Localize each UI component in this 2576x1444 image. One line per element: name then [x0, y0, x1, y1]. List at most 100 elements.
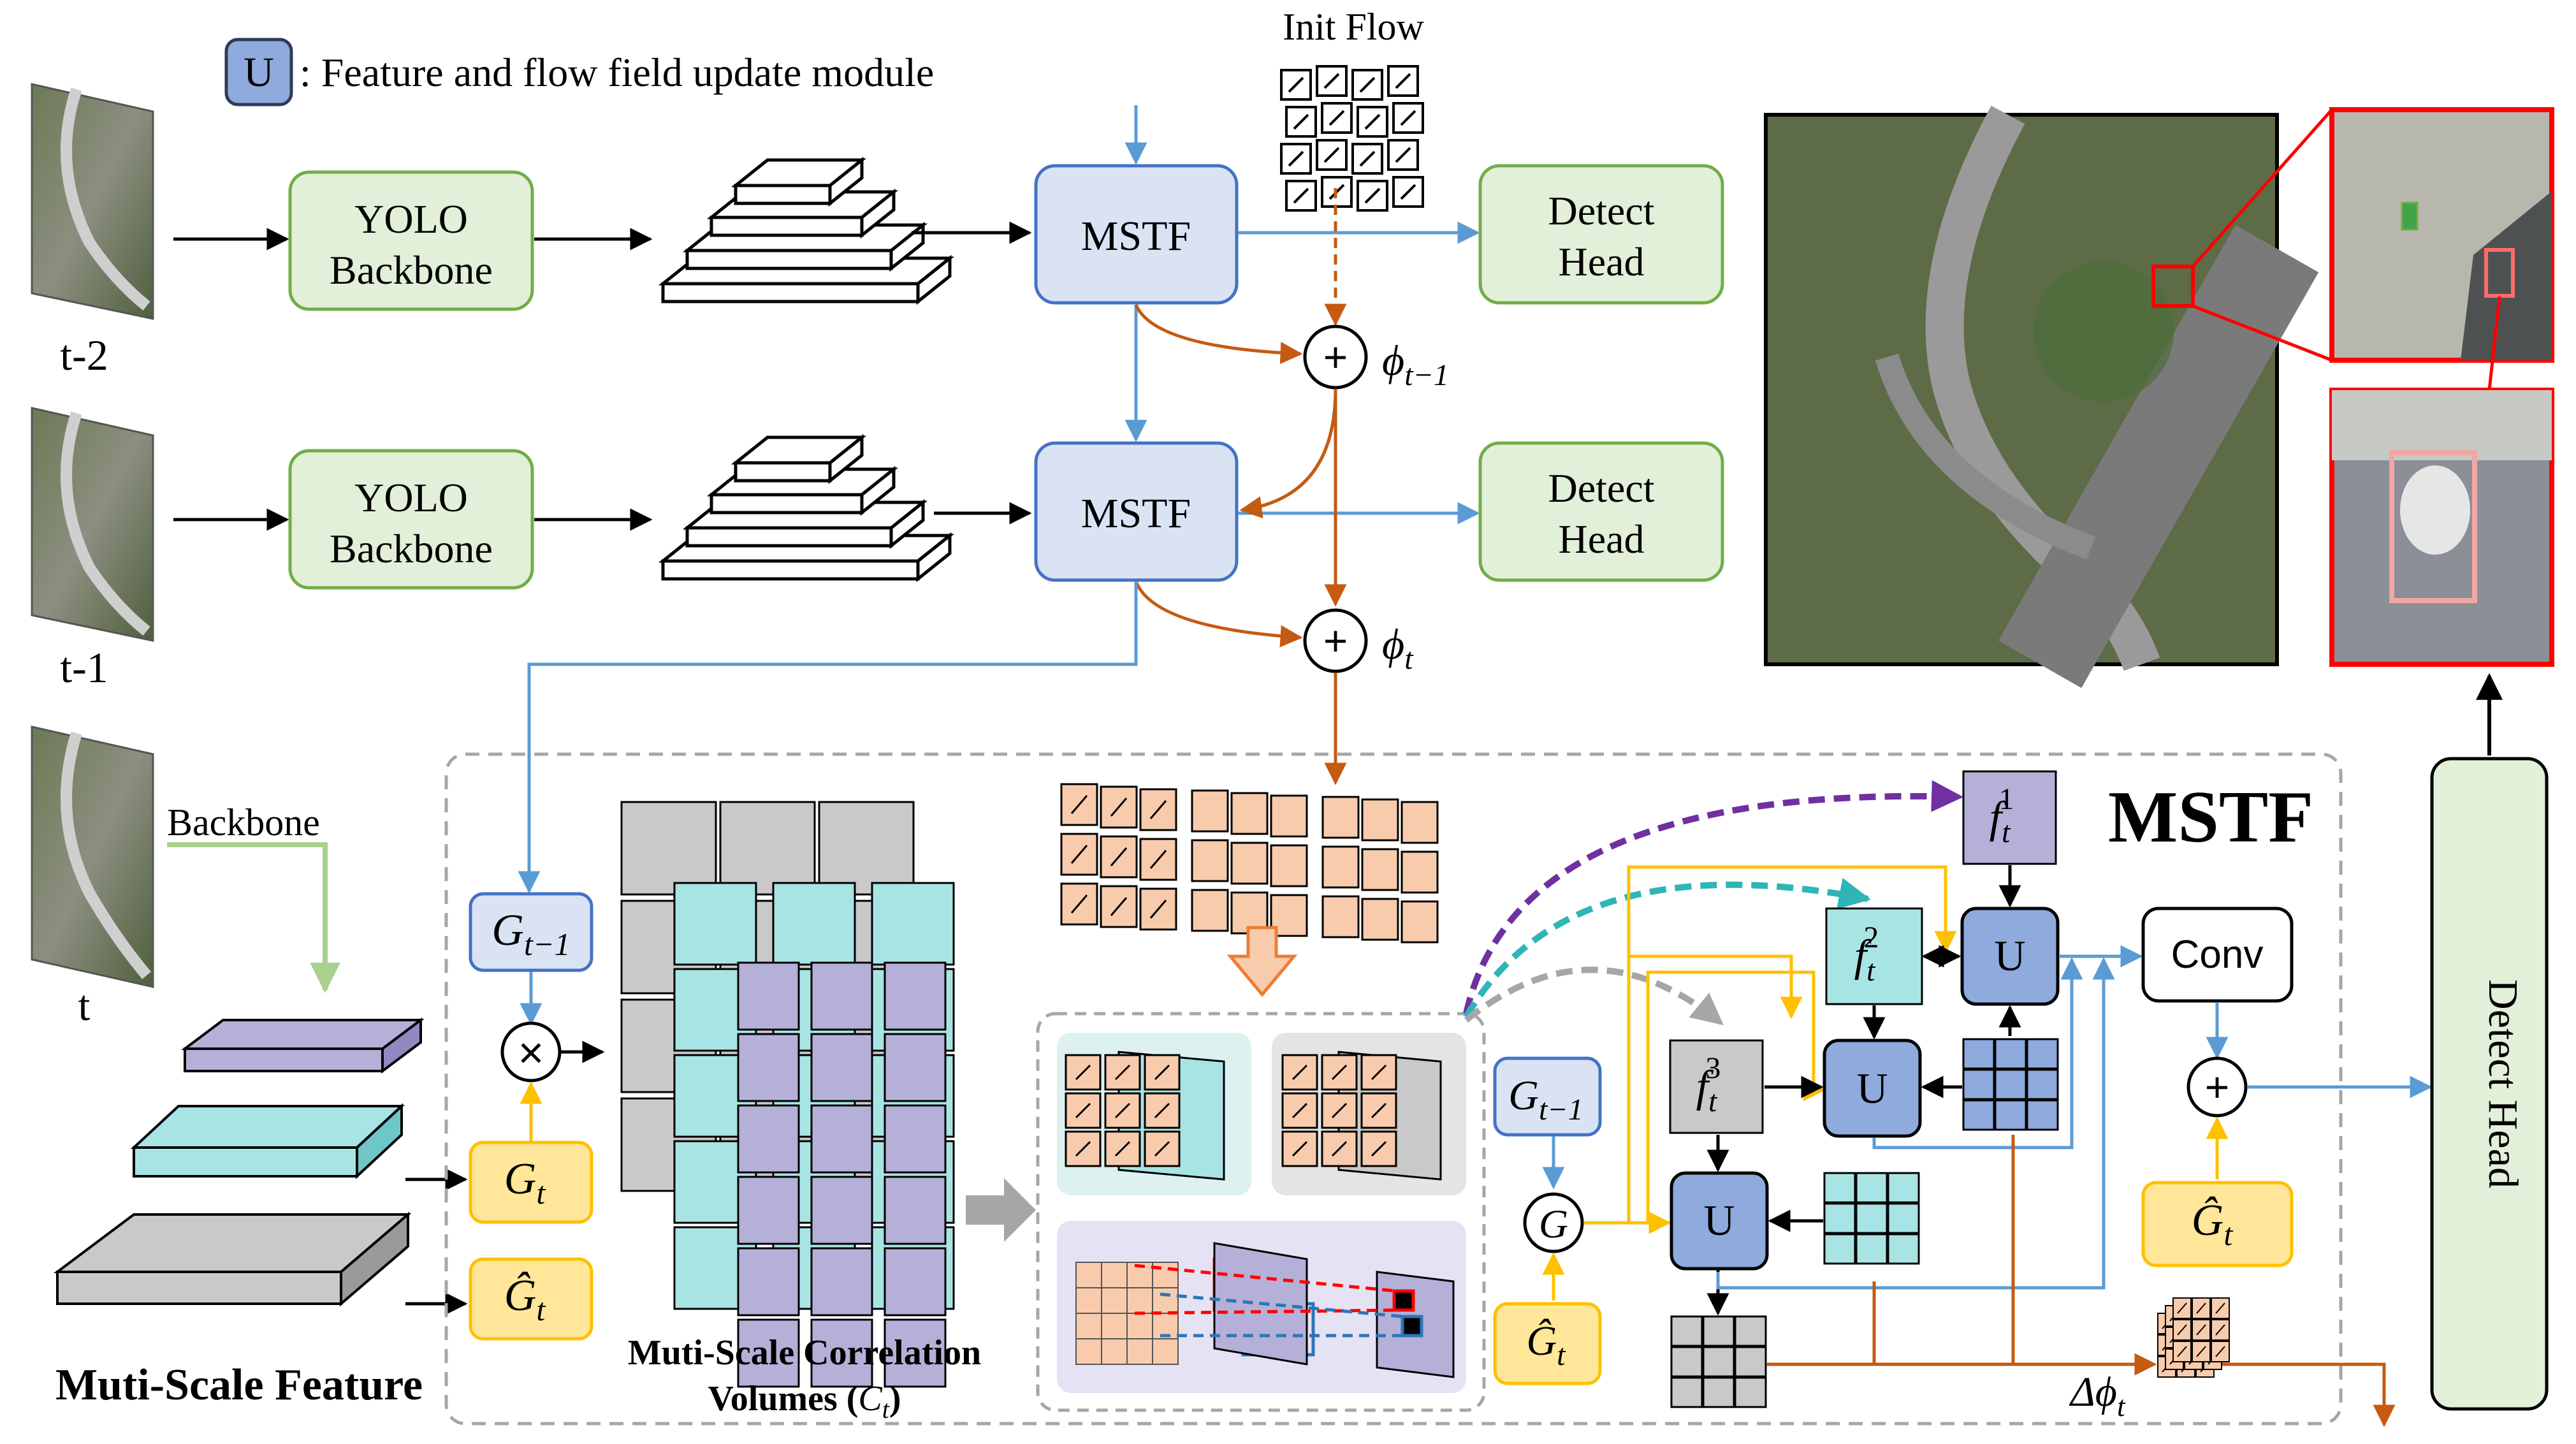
mini-grid-cell: [1734, 1346, 1767, 1378]
flow-tile: [1361, 848, 1399, 891]
mstf-panel-border: [444, 752, 2343, 1426]
g-circle-node: G: [1523, 1192, 1584, 1253]
conv-label: Conv: [2171, 933, 2264, 977]
flow-tile: [1230, 792, 1269, 835]
g-hat-t-label-left: Ĝt: [504, 1271, 546, 1327]
flow-tile-arrow: [1149, 900, 1167, 919]
warp-purple-cell: [1152, 1287, 1179, 1314]
mini-grid-cell: [1702, 1376, 1735, 1408]
yolo-backbone-1-line2: Backbone: [330, 247, 493, 293]
frame-label-t: t: [78, 981, 91, 1030]
f2-label: ft2: [1854, 921, 1879, 988]
f2-box: ft2: [1825, 907, 1923, 1005]
pyramid-layer-front: [709, 215, 864, 237]
mini-grid-cell: [1994, 1038, 2027, 1070]
flow-tile-arrow: [1070, 894, 1088, 914]
u-module-2: U: [1823, 1039, 1922, 1138]
g-circle-symbol: G: [1539, 1201, 1568, 1246]
plus-node-output: +: [2187, 1056, 2248, 1118]
delta-flow-arrow: [2177, 1302, 2187, 1314]
correlation-volumes: [620, 801, 955, 1388]
flow-tile-arrow: [1070, 845, 1088, 864]
warp-purple-cell: [1101, 1313, 1128, 1339]
init-flow-arrow: [1293, 187, 1309, 204]
mini-grid-cell: [1670, 1376, 1703, 1408]
pyramid-layer-front: [734, 461, 832, 483]
grid-gray: [1670, 1315, 1767, 1408]
warp-tile-arrow: [1292, 1064, 1308, 1081]
flow-tile: [1191, 889, 1229, 932]
conv-box: Conv: [2141, 907, 2294, 1003]
corr-purple-tile: [810, 1176, 873, 1245]
flow-tile: [1321, 845, 1360, 889]
f3-label: ft3: [1696, 1051, 1721, 1118]
warp-purple-cell: [1075, 1313, 1102, 1339]
warp-purple-cell: [1126, 1287, 1153, 1314]
warp-teal-card: [1057, 1033, 1251, 1195]
feature-layer-small: [181, 1017, 425, 1074]
flow-tile: [1321, 895, 1360, 938]
plus-node-phi-cur: +: [1303, 608, 1368, 673]
detect-head-2: Detect Head: [1478, 441, 1724, 582]
plus-node-output-symbol: +: [2205, 1063, 2230, 1111]
warp-purple-cell: [1126, 1313, 1153, 1339]
mini-grid-cell: [1962, 1099, 1995, 1131]
mini-grid-cell: [1962, 1068, 1995, 1100]
frame-t-minus-2: t-2: [31, 83, 154, 379]
corr-purple-tile: [810, 1247, 873, 1316]
flow-tile-arrow: [1149, 850, 1167, 869]
mstf-block-2-label: MSTF: [1081, 490, 1191, 537]
times-node-symbol: ×: [518, 1028, 544, 1077]
delta-phi-label: Δϕt: [2069, 1369, 2126, 1422]
legend-u-symbol: U: [244, 49, 274, 96]
warp-tile-arrow: [1114, 1141, 1131, 1157]
delta-flow-arrow: [2215, 1324, 2225, 1336]
warp-purple-cell: [1101, 1287, 1128, 1314]
detect-head-vertical: Detect Head: [2430, 757, 2549, 1411]
delta-flow-arrow: [2177, 1346, 2187, 1357]
g-t-label-left: Gt: [504, 1155, 546, 1211]
flow-tile: [1191, 839, 1229, 882]
flow-tile: [1401, 850, 1439, 894]
init-flow-arrow: [1288, 150, 1304, 167]
flow-field-tiles: [1060, 783, 1439, 944]
correlation-label-line2: Volumes (Ct): [708, 1379, 901, 1424]
init-flow-arrow: [1395, 73, 1411, 89]
mini-grid-cell: [1887, 1172, 1920, 1204]
delta-flow-arrow: [2215, 1346, 2225, 1357]
flow-tile-arrow: [1070, 795, 1088, 814]
pyramid-layer-front: [685, 526, 893, 548]
g-hat-t-box-right: Ĝt: [1493, 1302, 1602, 1385]
warp-tile-arrow: [1075, 1141, 1091, 1157]
warp-tile-arrow: [1154, 1064, 1170, 1081]
frame-t-minus-1: t-1: [31, 407, 154, 692]
mini-grid-cell: [1734, 1315, 1767, 1347]
correlation-label-line1: Muti-Scale Correlation: [628, 1333, 981, 1373]
init-flow: Init Flow: [1280, 6, 1425, 212]
flow-tile: [1361, 798, 1399, 842]
corr-purple-tile: [884, 1318, 947, 1388]
init-flow-arrow: [1288, 77, 1304, 93]
mini-grid-cell: [1994, 1068, 2027, 1100]
muti-scale-feature-label: Muti-Scale Feature: [55, 1360, 423, 1410]
phi-cur-label: ϕt: [1382, 620, 1414, 676]
phi-prev-label: ϕt−1: [1382, 336, 1449, 392]
detect-head-2-line1: Detect: [1548, 465, 1655, 511]
corr-gray-tile: [818, 801, 915, 896]
warp-panel: [1036, 1012, 1486, 1412]
warp-tile-arrow: [1371, 1102, 1387, 1119]
corr-teal-tile: [772, 882, 856, 966]
init-flow-arrow: [1359, 150, 1376, 167]
yolo-backbone-1: YOLO Backbone: [288, 170, 534, 311]
g-prev-box-right: Gt−1: [1493, 1056, 1602, 1137]
init-flow-arrow: [1359, 77, 1376, 93]
warp-purple-cell: [1101, 1262, 1128, 1288]
delta-flow-arrow: [2196, 1324, 2206, 1336]
grid-teal: [1823, 1172, 1920, 1265]
init-flow-arrow: [1323, 147, 1340, 163]
warp-purple-card: [1057, 1221, 1466, 1393]
corr-gray-tile: [620, 801, 717, 896]
mini-grid-cell: [1702, 1315, 1735, 1347]
corr-purple-tile: [737, 1318, 800, 1388]
